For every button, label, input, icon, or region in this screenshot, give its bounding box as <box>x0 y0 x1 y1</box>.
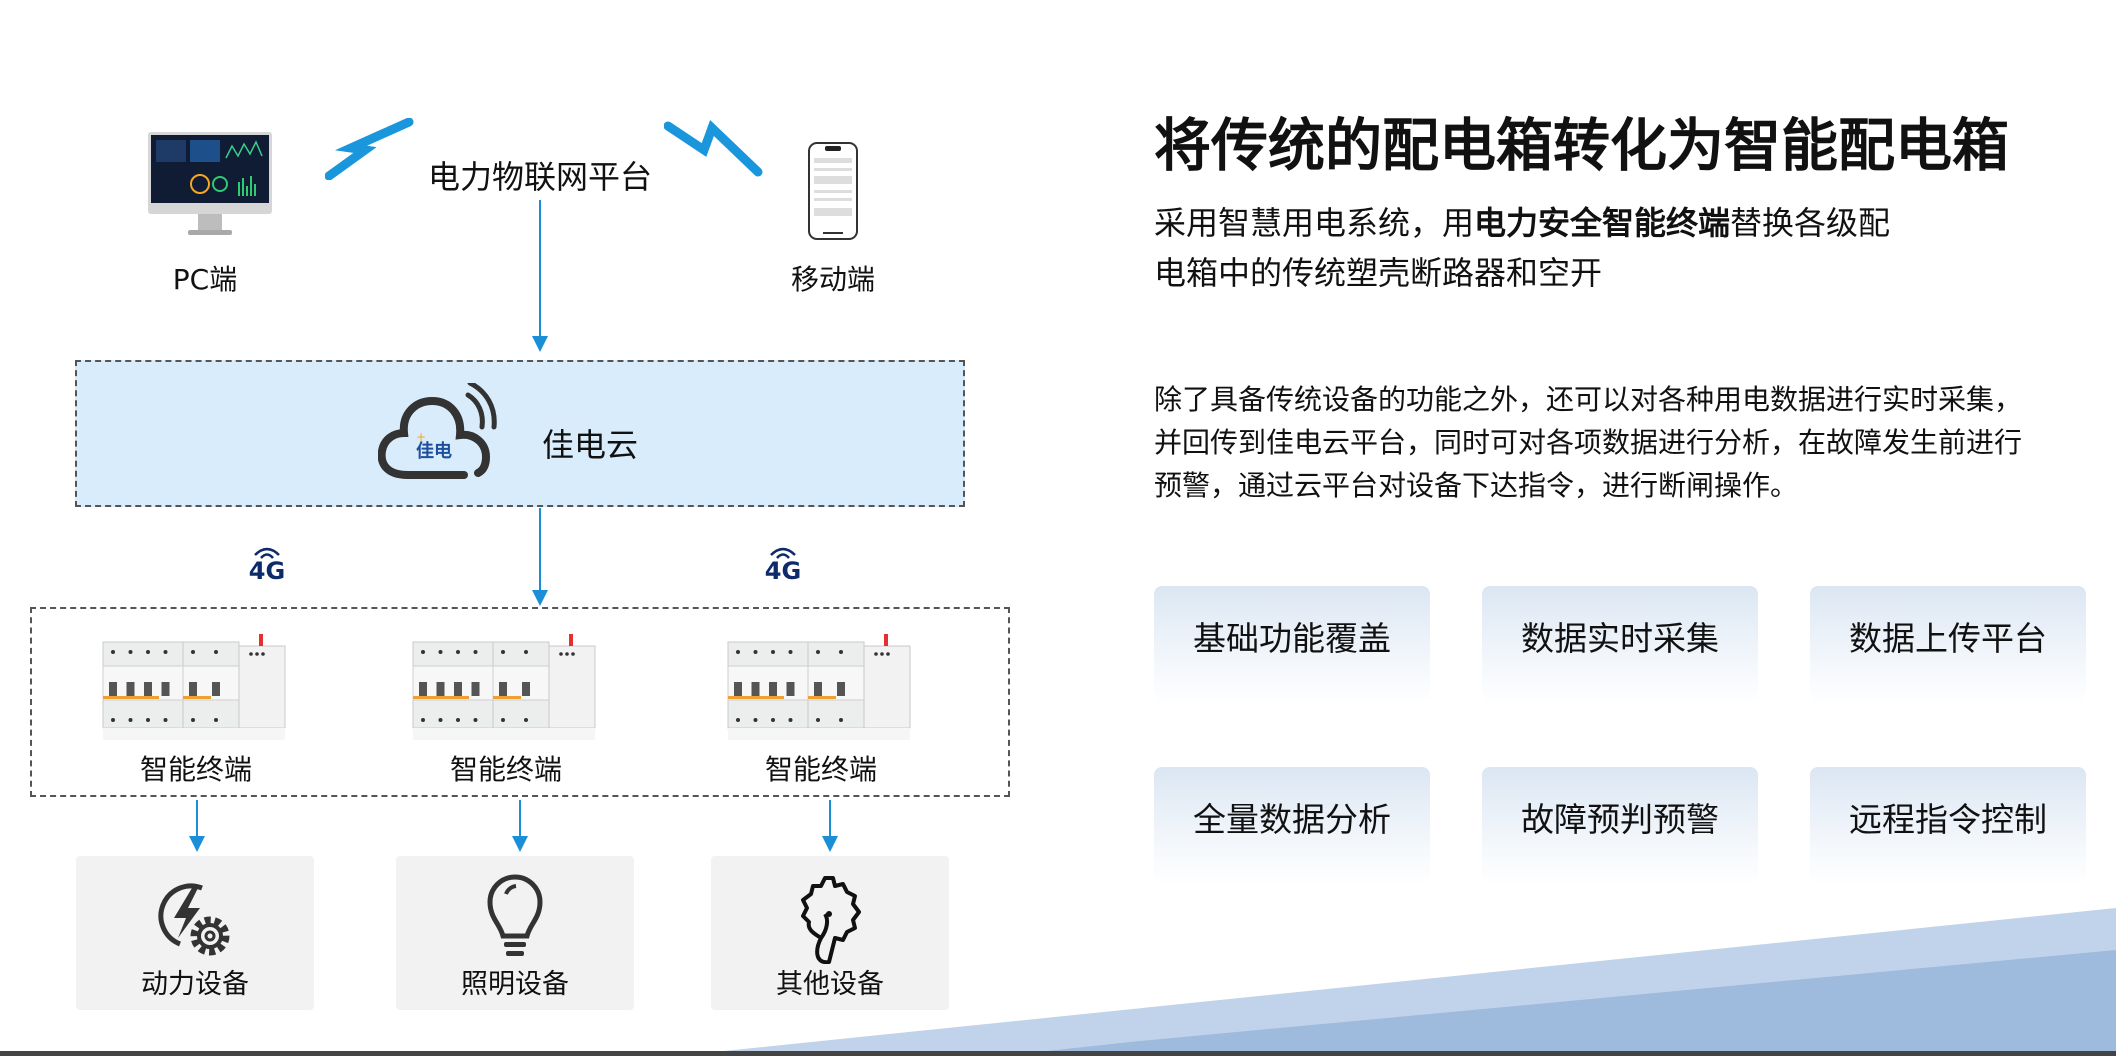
paragraph-line: 预警，通过云平台对设备下达指令，进行断闸操作。 <box>1154 469 1799 502</box>
platform-label: 电力物联网平台 <box>427 158 653 196</box>
terminal-label: 智能终端 <box>139 753 252 786</box>
feature-label: 数据上传平台 <box>1849 619 2047 658</box>
cloud-logo-text: 佳电 <box>416 440 452 462</box>
feature-label: 远程指令控制 <box>1849 800 2047 839</box>
subtitle-highlight: 电力安全智能终端 <box>1474 204 1731 242</box>
device-label: 照明设备 <box>461 969 569 1000</box>
cloud-platform-box <box>75 360 965 507</box>
subtitle-text: 采用智慧用电系统，用 <box>1154 204 1475 242</box>
paragraph-line: 除了具备传统设备的功能之外，还可以对各种用电数据进行实时采集， <box>1154 383 2023 416</box>
feature-card: 数据实时采集 <box>1482 586 1758 704</box>
feature-label: 故障预判预警 <box>1521 800 1719 839</box>
network-label: 4G <box>248 557 286 585</box>
lightning-icon <box>325 118 414 180</box>
subtitle: 采用智慧用电系统，用电力安全智能终端替换各级配 电箱中的传统塑壳断路器和空开 <box>1154 198 1890 298</box>
lightning-icon <box>664 120 763 177</box>
device-other: 其他设备 <box>711 856 949 1010</box>
signal-icon <box>770 547 796 559</box>
breaker-icon <box>102 634 286 740</box>
signal-icon <box>254 547 280 559</box>
device-power: 动力设备 <box>76 856 314 1010</box>
flow-arrow <box>512 800 528 852</box>
cloud-label: 佳电云 <box>542 426 639 464</box>
smart-terminal: 智能终端 <box>726 630 916 786</box>
feature-label: 全量数据分析 <box>1193 800 1391 839</box>
subtitle-text: 替换各级配 <box>1730 204 1891 242</box>
terminal-label: 智能终端 <box>764 753 877 786</box>
feature-card: 全量数据分析 <box>1154 767 1430 885</box>
feature-label: 数据实时采集 <box>1521 619 1719 658</box>
smart-terminal: 智能终端 <box>101 630 291 786</box>
smart-terminal-group <box>30 607 1010 797</box>
device-label: 动力设备 <box>141 969 249 1000</box>
cloud-logo-icon: 佳电 + <box>378 383 497 479</box>
flow-arrow <box>822 800 838 852</box>
feature-card: 基础功能覆盖 <box>1154 586 1430 704</box>
flow-arrow <box>532 508 548 606</box>
description-paragraph: 除了具备传统设备的功能之外，还可以对各种用电数据进行实时采集， 并回传到佳电云平… <box>1154 378 2022 507</box>
network-4g-badge: 4G <box>244 545 290 591</box>
terminal-label: 智能终端 <box>449 753 562 786</box>
breaker-icon <box>727 634 911 740</box>
feature-card: 远程指令控制 <box>1810 767 2086 885</box>
pc-monitor-icon <box>148 132 272 235</box>
feature-label: 基础功能覆盖 <box>1193 619 1391 658</box>
mobile-label: 移动端 <box>790 263 876 296</box>
smart-terminal: 智能终端 <box>411 630 601 786</box>
breaker-icon <box>412 634 596 740</box>
gear-head-icon <box>801 876 861 964</box>
feature-card: 数据上传平台 <box>1810 586 2086 704</box>
light-bulb-icon <box>487 874 543 956</box>
subtitle-text: 电箱中的传统塑壳断路器和空开 <box>1154 254 1603 292</box>
pc-label: PC端 <box>172 263 238 296</box>
flow-arrow <box>532 200 548 352</box>
svg-text:+: + <box>416 430 426 444</box>
network-4g-badge: 4G <box>760 545 806 591</box>
device-label: 其他设备 <box>776 969 884 1000</box>
paragraph-line: 并回传到佳电云平台，同时可对各项数据进行分析，在故障发生前进行 <box>1154 426 2023 459</box>
network-label: 4G <box>764 557 802 585</box>
power-gear-icon <box>158 883 230 956</box>
device-lighting: 照明设备 <box>396 856 634 1010</box>
flow-arrow <box>189 800 205 852</box>
page-title: 将传统的配电箱转化为智能配电箱 <box>1154 113 2009 179</box>
feature-card: 故障预判预警 <box>1482 767 1758 885</box>
mobile-phone-icon <box>808 142 858 240</box>
